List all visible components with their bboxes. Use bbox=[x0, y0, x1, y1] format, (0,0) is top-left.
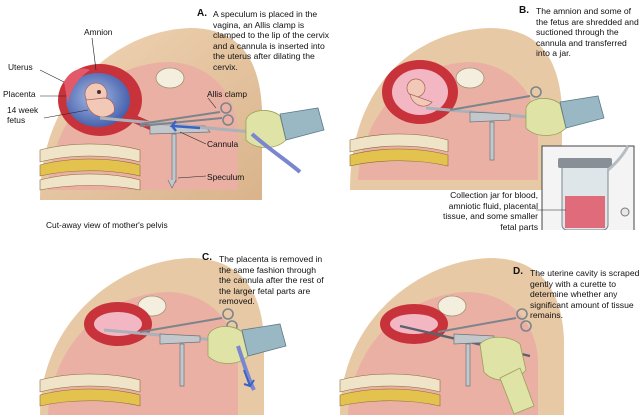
spine-bones bbox=[349, 133, 449, 167]
panel-d-text: The uterine cavity is scraped gently wit… bbox=[530, 268, 640, 320]
panel-a-caption: Cut-away view of mother's pelvis bbox=[46, 220, 168, 230]
label-cannula: Cannula bbox=[207, 139, 239, 149]
panel-b-letter: B. bbox=[519, 5, 529, 16]
panel-a-letter: A. bbox=[197, 8, 207, 19]
speculum bbox=[469, 111, 511, 161]
gloved-hand bbox=[479, 336, 535, 415]
bladder bbox=[455, 67, 485, 89]
gloved-hand bbox=[245, 107, 325, 148]
panel-b-text: The amnion and some of the fetus are shr… bbox=[536, 6, 639, 58]
fetus bbox=[406, 78, 433, 107]
allis-clamp bbox=[139, 102, 234, 127]
label-allis-clamp: Allis clamp bbox=[207, 89, 248, 99]
spine-bones bbox=[39, 143, 141, 191]
suction-tubing bbox=[250, 132, 302, 174]
panel-c-text: The placenta is removed in the same fash… bbox=[219, 254, 324, 306]
flow-arrow bbox=[243, 369, 255, 388]
spine-bones bbox=[339, 373, 441, 407]
label-fetus-line1: 14 week bbox=[7, 105, 39, 115]
gloved-hand bbox=[525, 95, 605, 136]
cannula bbox=[99, 116, 253, 134]
speculum bbox=[159, 333, 201, 387]
fetus bbox=[84, 82, 115, 118]
panel-d-illustration bbox=[339, 258, 564, 415]
label-uterus: Uterus bbox=[8, 62, 33, 72]
panel-b-jar-caption: Collection jar for blood, amniotic fluid… bbox=[442, 190, 538, 232]
label-amnion: Amnion bbox=[84, 27, 113, 37]
bladder bbox=[155, 67, 185, 89]
panel-c-letter: C. bbox=[202, 252, 212, 263]
panel-d-letter: D. bbox=[513, 266, 523, 277]
gloved-hand bbox=[207, 323, 287, 364]
panel-a-text: A speculum is placed in the vagina, an A… bbox=[213, 9, 330, 72]
panel-c-illustration bbox=[39, 258, 287, 415]
label-fetus-line2: fetus bbox=[7, 115, 26, 125]
label-placenta: Placenta bbox=[3, 89, 36, 99]
allis-clamp bbox=[437, 308, 532, 333]
label-speculum: Speculum bbox=[207, 172, 245, 182]
spine-bones bbox=[39, 373, 141, 407]
collection-jar-inset bbox=[541, 145, 635, 230]
suction-tubing bbox=[236, 345, 256, 391]
flow-arrow bbox=[169, 120, 201, 132]
panel-b-illustration bbox=[349, 28, 635, 230]
panel-a-illustration bbox=[39, 28, 325, 200]
placenta bbox=[64, 68, 90, 104]
uterine-cavity bbox=[390, 314, 438, 334]
bladder bbox=[437, 295, 467, 317]
